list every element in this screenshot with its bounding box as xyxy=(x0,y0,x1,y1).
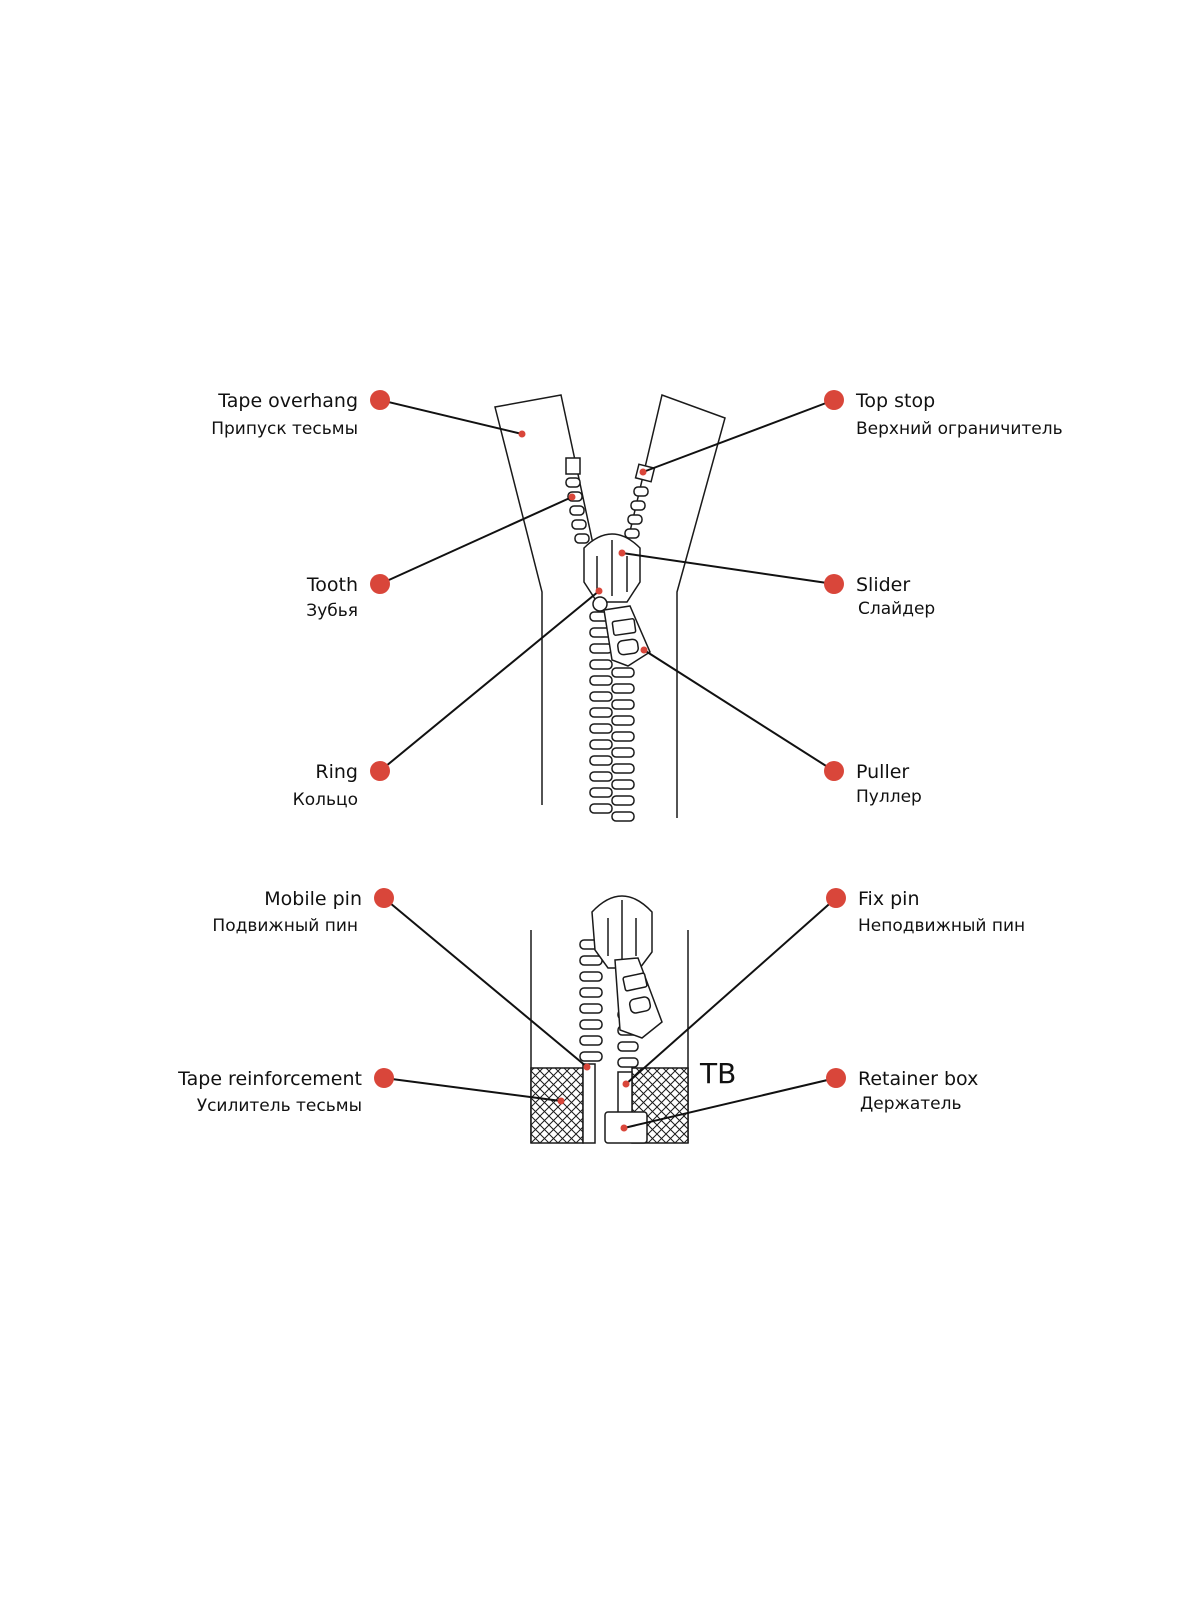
mobile-pin-marker xyxy=(374,888,394,908)
left-upper-teeth xyxy=(565,477,590,544)
leader-lines xyxy=(379,399,837,1129)
mobile-pin xyxy=(582,1063,596,1144)
puller-point xyxy=(640,646,648,654)
retainer-box-point xyxy=(620,1124,628,1132)
tooth-label-ru: Зубья xyxy=(306,601,358,621)
tape-reinforcement-marker xyxy=(374,1068,394,1088)
left-top-element xyxy=(565,457,581,475)
ring xyxy=(592,596,608,612)
tape-overhang-label: Tape overhang xyxy=(217,390,358,412)
fix-pin-label: Fix pin xyxy=(858,888,920,910)
slider-marker xyxy=(824,574,844,594)
tape-overhang-point xyxy=(518,430,526,438)
tape-reinforcement-left xyxy=(530,1067,584,1144)
retainer-box-label: Retainer box xyxy=(858,1068,978,1090)
right-tape xyxy=(627,394,726,818)
left-tape xyxy=(494,394,597,805)
tape-overhang-marker xyxy=(370,390,390,410)
mobile-pin-point xyxy=(583,1063,591,1071)
labels-left: Tape overhang Припуск тесьмы Tooth Зубья… xyxy=(177,390,362,1116)
tooth-marker xyxy=(370,574,390,594)
markers xyxy=(370,390,846,1132)
tape-reinforcement-point xyxy=(557,1097,565,1105)
separating-end-illustration: TB xyxy=(530,895,736,1144)
top-stop-point xyxy=(639,468,647,476)
ring-label-ru: Кольцо xyxy=(293,790,358,810)
ring-point xyxy=(595,587,603,595)
right-upper-teeth xyxy=(624,486,649,539)
left-lower-teeth xyxy=(579,939,603,1062)
open-zipper-illustration xyxy=(494,394,726,822)
tape-overhang-label-ru: Припуск тесьмы xyxy=(211,419,358,439)
slider-point xyxy=(618,549,626,557)
labels-right: Top stop Верхний ограничитель Slider Сла… xyxy=(855,390,1063,1114)
fix-pin-point xyxy=(622,1080,630,1088)
mobile-pin-label-ru: Подвижный пин xyxy=(212,916,358,936)
tb-mark: TB xyxy=(699,1057,736,1090)
fix-pin-label-ru: Неподвижный пин xyxy=(858,916,1025,936)
slider-label-ru: Слайдер xyxy=(858,599,935,619)
tooth-label: Tooth xyxy=(306,574,358,596)
mobile-pin-label: Mobile pin xyxy=(264,888,362,910)
retainer-box-label-ru: Держатель xyxy=(860,1094,962,1114)
ring-marker xyxy=(370,761,390,781)
ring-label: Ring xyxy=(315,761,358,783)
slider-label: Slider xyxy=(856,574,910,596)
puller-label-ru: Пуллер xyxy=(856,787,922,807)
tape-reinforcement-label-ru: Усилитель тесьмы xyxy=(197,1096,362,1116)
top-stop-label-ru: Верхний ограничитель xyxy=(856,419,1063,439)
top-stop-label: Top stop xyxy=(855,390,935,412)
fix-pin-marker xyxy=(826,888,846,908)
tape-reinforcement-label: Tape reinforcement xyxy=(177,1068,362,1090)
puller xyxy=(603,605,651,667)
puller-label: Puller xyxy=(856,761,909,783)
top-stop-marker xyxy=(824,390,844,410)
tooth-point xyxy=(568,493,576,501)
puller-marker xyxy=(824,761,844,781)
fix-pin xyxy=(617,1071,633,1119)
retainer-box-marker xyxy=(826,1068,846,1088)
